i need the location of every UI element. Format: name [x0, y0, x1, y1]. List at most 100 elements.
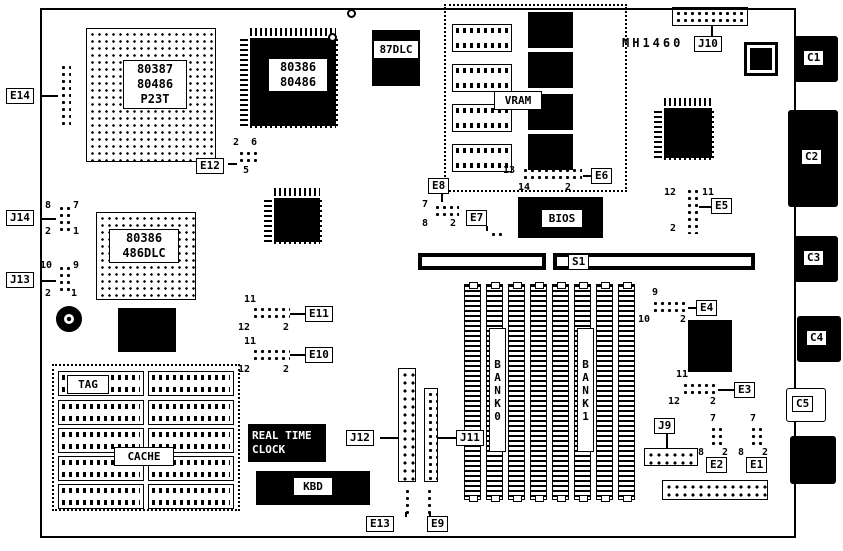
rtc-line-1: REAL TIME [252, 429, 312, 442]
e8-label: E8 [428, 178, 450, 194]
cpu-line-3: P23T [140, 92, 170, 106]
rtc-chip: REAL TIME CLOCK [248, 424, 326, 462]
j14-pin-7: 7 [73, 200, 80, 211]
mounting-hole [347, 9, 356, 18]
bank1-label: BANK1 [577, 328, 594, 452]
simm-slot [596, 282, 613, 502]
j12-connector [398, 368, 416, 482]
simm-slot [552, 282, 569, 502]
vram-dip-socket [452, 24, 512, 52]
e6-leader [583, 175, 591, 177]
e3-header [680, 380, 718, 395]
cache-dip-socket [58, 484, 144, 509]
simm-slot [508, 282, 525, 502]
e12-leader [228, 163, 237, 165]
e2-pin-8: 8 [698, 447, 705, 458]
vram-chip [528, 134, 573, 170]
e13-label: E13 [366, 516, 394, 532]
qfp-pin1-marker [328, 33, 337, 42]
e12-pin-5: 5 [243, 165, 250, 176]
e4-header [650, 298, 688, 313]
e11-label: E11 [305, 306, 333, 322]
e6-header [520, 165, 582, 180]
simm-slot [464, 282, 481, 502]
e6-pin-13: 13 [503, 165, 516, 176]
j9-leader [666, 434, 668, 448]
e6-pin-14: 14 [518, 182, 531, 193]
j10-connector [672, 7, 748, 26]
e14-label: E14 [6, 88, 34, 104]
s1-slot-right [553, 253, 755, 270]
e8-pin-8: 8 [422, 218, 429, 229]
e9-label: E9 [427, 516, 449, 532]
e5-pin-12: 12 [664, 187, 677, 198]
simm-slot [530, 282, 547, 502]
bottom-right-connector [790, 436, 836, 484]
c5-label: C5 [792, 396, 814, 412]
j13-pin-9: 9 [73, 260, 80, 271]
e7-label: E7 [466, 210, 488, 226]
e13-leader [405, 512, 407, 517]
cpu-line-1: 80387 [136, 62, 174, 76]
j10-leader [711, 26, 713, 36]
e1-pin-7: 7 [750, 413, 757, 424]
qfp-cpu-line-1: 80386 [279, 60, 317, 74]
e4-leader [688, 307, 696, 309]
vram-chip [528, 52, 573, 88]
qfp-chip-center [264, 188, 330, 252]
e12-pin-2: 2 [233, 137, 240, 148]
dlc-line-2: 486DLC [122, 246, 166, 260]
e1-label: E1 [746, 457, 768, 473]
dlc-pga-label: 80386 486DLC [109, 229, 179, 263]
j14-leader [40, 218, 56, 220]
j13-label: J13 [6, 272, 34, 288]
j14-label: J14 [6, 210, 34, 226]
e3-leader [718, 389, 734, 391]
e10-pin-12: 12 [238, 364, 251, 375]
e8-pin-2: 2 [450, 218, 457, 229]
e9-leader [429, 512, 431, 517]
simm-slot [618, 282, 635, 502]
dlc-line-1: 80386 [125, 231, 163, 245]
cache-dip-socket [58, 400, 144, 425]
e3-pin-11: 11 [676, 369, 689, 380]
c4-label: C4 [806, 330, 828, 346]
e1-pin-2: 2 [762, 447, 769, 458]
vram-region [444, 4, 627, 192]
e10-pin-2: 2 [283, 364, 290, 375]
cache-region [52, 364, 240, 511]
e8-header [432, 202, 459, 217]
e5-label: E5 [711, 198, 733, 214]
j11-leader [438, 437, 456, 439]
cache-label: CACHE [114, 447, 174, 466]
speaker [56, 306, 82, 332]
e7-leader [486, 226, 488, 231]
e11-header [250, 304, 290, 321]
e11-pin-11: 11 [244, 294, 257, 305]
vram-label: VRAM [494, 91, 542, 110]
j12-leader [380, 437, 398, 439]
c2-label: C2 [801, 149, 823, 165]
e11-pin-2: 2 [283, 322, 290, 333]
c1-label: C1 [803, 50, 825, 66]
j11-connector [424, 388, 438, 482]
j13-header [56, 263, 71, 295]
io-pin-header [662, 480, 768, 500]
e4-pin-2: 2 [680, 314, 687, 325]
e12-label: E12 [196, 158, 224, 174]
e2-label: E2 [706, 457, 728, 473]
j9-connector [644, 448, 698, 466]
e6-pin-2: 2 [565, 182, 572, 193]
e5-pin-2: 2 [670, 223, 677, 234]
vram-chip [528, 12, 573, 48]
e1-header [748, 424, 766, 448]
vram-dip-socket [452, 144, 512, 172]
j14-pin-8: 8 [45, 200, 52, 211]
cache-dip-socket [148, 400, 234, 425]
board-model-number: MH1460 [622, 36, 684, 50]
j14-header [56, 203, 71, 233]
e4-pin-10: 10 [638, 314, 651, 325]
e1-pin-8: 8 [738, 447, 745, 458]
e3-label: E3 [734, 382, 756, 398]
e12-pin-6: 6 [251, 137, 258, 148]
